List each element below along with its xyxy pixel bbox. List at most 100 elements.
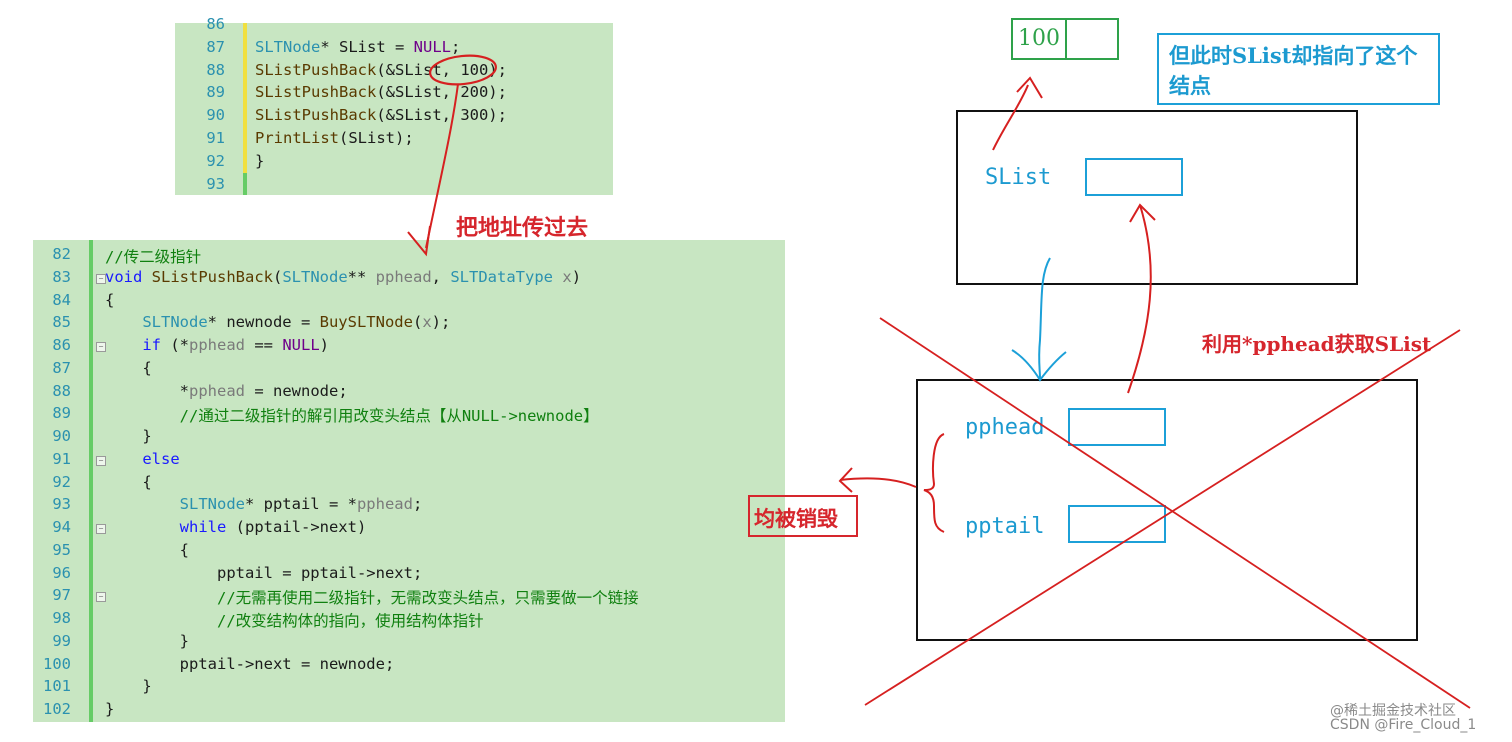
code-token: SLTNode bbox=[282, 267, 348, 286]
code-token: SListPushBack bbox=[151, 267, 273, 286]
code-token: SListPushBack bbox=[255, 83, 377, 102]
fold-toggle-icon[interactable]: − bbox=[96, 455, 106, 466]
change-marker-bar bbox=[89, 240, 93, 722]
code-text: if (*pphead == NULL) bbox=[105, 336, 329, 354]
code-text: } bbox=[105, 700, 114, 718]
code-line: 86 bbox=[175, 15, 613, 38]
code-line: 82//传二级指针 bbox=[33, 245, 785, 268]
code-token: pphead bbox=[189, 381, 245, 400]
code-token: //无需再使用二级指针，无需改变头结点，只需要做一个链接 bbox=[216, 589, 639, 608]
code-token: , bbox=[431, 267, 451, 286]
code-text: SLTNode* pptail = *pphead; bbox=[105, 495, 423, 513]
fold-toggle-icon[interactable]: − bbox=[96, 592, 106, 603]
code-text: while (pptail->next) bbox=[105, 518, 367, 536]
code-line: 92 { bbox=[33, 473, 785, 496]
code-text: { bbox=[105, 359, 151, 377]
slist-note-text: 但此时SList却指向了这个结点 bbox=[1169, 43, 1418, 98]
get-slist-arrowhead bbox=[1129, 203, 1156, 223]
line-number: 100 bbox=[43, 654, 71, 673]
line-number: 91 bbox=[52, 449, 71, 468]
line-number: 88 bbox=[206, 60, 225, 79]
code-line: 100 pptail->next = newnode; bbox=[33, 655, 785, 678]
watermark-csdn: CSDN @Fire_Cloud_1 bbox=[1330, 717, 1477, 733]
code-text: } bbox=[105, 677, 152, 696]
code-text: //无需再使用二级指针，无需改变头结点，只需要做一个链接 bbox=[105, 586, 639, 608]
code-token: SLTNode bbox=[255, 37, 321, 56]
list-node-100: 100 bbox=[1011, 18, 1119, 60]
slist-to-node-arrowhead bbox=[1016, 76, 1043, 99]
code-line: 97 //无需再使用二级指针，无需改变头结点，只需要做一个链接 bbox=[33, 586, 785, 609]
line-number: 87 bbox=[206, 37, 225, 56]
code-token: SListPushBack bbox=[255, 106, 377, 125]
code-token: while bbox=[179, 518, 227, 536]
line-number: 97 bbox=[52, 586, 71, 605]
code-text: { bbox=[105, 473, 151, 491]
code-token: } bbox=[105, 631, 189, 650]
code-line: 94 while (pptail->next) bbox=[33, 518, 785, 541]
code-token: //改变结构体的指向，使用结构体指针 bbox=[216, 612, 484, 630]
line-number: 96 bbox=[52, 563, 71, 582]
code-line: 87 { bbox=[33, 359, 785, 382]
line-number: 87 bbox=[52, 358, 71, 377]
code-token: * newnode = bbox=[207, 313, 320, 332]
watermark-juejin: @稀土掘金技术社区 bbox=[1330, 703, 1456, 719]
code-text: //传二级指针 bbox=[105, 245, 201, 267]
code-text: pptail->next = newnode; bbox=[105, 654, 395, 673]
code-token: (&SList, 300); bbox=[376, 106, 507, 125]
code-line: 93 bbox=[175, 175, 613, 198]
code-line: 93 SLTNode* pptail = *pphead; bbox=[33, 495, 785, 518]
code-text: SListPushBack(&SList, 300); bbox=[255, 106, 507, 124]
cross-line bbox=[864, 329, 1461, 706]
pphead-label: pphead bbox=[965, 415, 1045, 440]
use-pphead-label: 利用*pphead获取SList bbox=[1202, 332, 1432, 356]
line-number: 86 bbox=[52, 336, 71, 354]
slist-to-node-arrow bbox=[992, 84, 1029, 151]
code-token: x bbox=[422, 313, 432, 332]
code-text: SListPushBack(&SList, 100); bbox=[255, 61, 507, 79]
pptail-label: pptail bbox=[965, 514, 1045, 539]
line-number: 101 bbox=[43, 677, 71, 696]
line-number: 102 bbox=[43, 700, 71, 718]
line-number: 95 bbox=[52, 540, 71, 559]
change-marker-bar bbox=[243, 173, 247, 195]
code-token: = newnode; bbox=[245, 381, 348, 400]
code-line: 102} bbox=[33, 700, 785, 723]
code-line: 88 SListPushBack(&SList, 100); bbox=[175, 61, 613, 84]
code-token: (SList); bbox=[339, 129, 414, 147]
code-token: ** bbox=[347, 267, 376, 286]
code-token: } bbox=[105, 700, 115, 718]
get-slist-arrow bbox=[1127, 204, 1152, 394]
code-token: == bbox=[245, 336, 283, 354]
line-number: 86 bbox=[206, 15, 225, 33]
line-number: 85 bbox=[52, 313, 71, 332]
code-token: //传二级指针 bbox=[105, 248, 202, 266]
code-token: * bbox=[105, 381, 189, 400]
fold-toggle-icon[interactable]: − bbox=[96, 273, 106, 284]
code-line: 89 //通过二级指针的解引用改变头结点【从NULL->newnode】 bbox=[33, 404, 785, 427]
node-divider bbox=[1065, 20, 1067, 58]
code-text: //改变结构体的指向，使用结构体指针 bbox=[105, 609, 484, 631]
slist-note-box: 但此时SList却指向了这个结点 bbox=[1157, 33, 1440, 105]
code-token: void bbox=[105, 267, 143, 286]
code-text: { bbox=[105, 541, 189, 559]
line-number: 93 bbox=[52, 495, 71, 514]
code-token: x bbox=[562, 267, 572, 286]
code-token: ); bbox=[431, 313, 451, 332]
cross-line bbox=[879, 317, 1471, 709]
line-number: 88 bbox=[52, 381, 71, 400]
code-line: 99 } bbox=[33, 632, 785, 655]
fold-toggle-icon[interactable]: − bbox=[96, 524, 106, 534]
code-token: pptail->next = newnode; bbox=[105, 654, 395, 673]
code-text: } bbox=[105, 427, 151, 445]
code-text: } bbox=[255, 152, 264, 170]
fold-toggle-icon[interactable]: − bbox=[96, 342, 106, 352]
code-token: } bbox=[105, 677, 152, 696]
destroyed-box: 均被销毁 bbox=[748, 495, 858, 537]
code-line: 95 { bbox=[33, 541, 785, 564]
code-line: 98 //改变结构体的指向，使用结构体指针 bbox=[33, 609, 785, 632]
